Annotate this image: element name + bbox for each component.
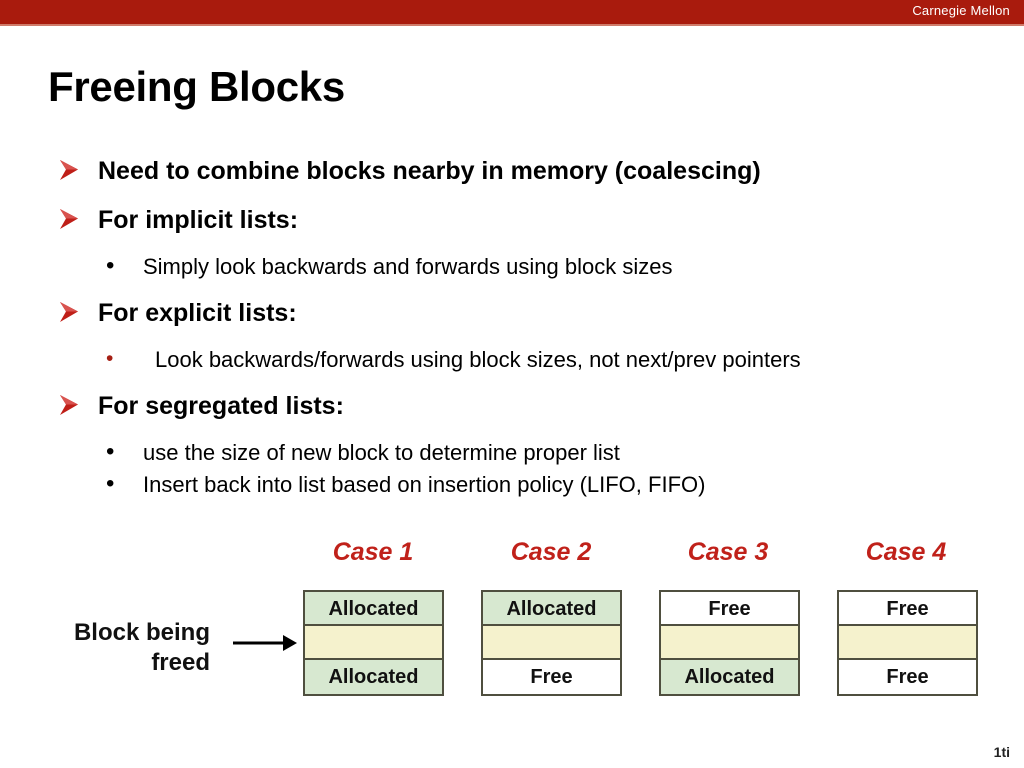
sub-bullet-item: • use the size of new block to determine… (0, 438, 1024, 470)
bullet-item: Need to combine blocks nearby in memory … (0, 154, 1024, 203)
arrow-bullet-icon (57, 391, 81, 419)
case-cell-middle (305, 626, 442, 660)
bullet-item: For explicit lists: (0, 296, 1024, 345)
right-arrow-icon (233, 631, 299, 655)
dot-bullet-icon: • (106, 347, 114, 370)
bullet-list: Need to combine blocks nearby in memory … (0, 154, 1024, 502)
arrow-bullet-icon (57, 205, 81, 233)
case-cell-top: Free (839, 592, 976, 626)
sub-bullet-item: • Simply look backwards and forwards usi… (0, 252, 1024, 296)
sub-bullet-text: Insert back into list based on insertion… (143, 472, 706, 497)
case-cell-bottom: Allocated (305, 660, 442, 694)
sub-bullet-text: use the size of new block to determine p… (143, 440, 620, 465)
page-number: 1ti (993, 744, 1010, 760)
case-column-2: Allocated Free (481, 590, 622, 696)
arrow-bullet-icon (57, 156, 81, 184)
case-label-1: Case 1 (332, 538, 414, 566)
case-cell-middle (661, 626, 798, 660)
bullet-item: For segregated lists: (0, 389, 1024, 438)
brand-name: Carnegie Mellon (912, 3, 1010, 18)
sub-bullet-text: Look backwards/forwards using block size… (155, 347, 801, 372)
dot-bullet-icon: • (106, 438, 115, 465)
case-column-4: Free Free (837, 590, 978, 696)
case-column-1: Allocated Allocated (303, 590, 444, 696)
sub-bullet-item: • Insert back into list based on inserti… (0, 470, 1024, 502)
case-cell-top: Free (661, 592, 798, 626)
block-being-freed-line2: freed (151, 649, 210, 676)
block-being-freed-label: Block being freed (30, 618, 210, 678)
sub-bullet-item: • Look backwards/forwards using block si… (0, 345, 1024, 389)
dot-bullet-icon: • (106, 252, 115, 279)
case-label-4: Case 4 (865, 538, 947, 566)
bullet-text: For segregated lists: (98, 392, 344, 420)
case-column-3: Free Allocated (659, 590, 800, 696)
case-cell-top: Allocated (305, 592, 442, 626)
case-cell-middle (839, 626, 976, 660)
bullet-text: For implicit lists: (98, 206, 299, 234)
sub-bullet-text: Simply look backwards and forwards using… (143, 254, 673, 279)
bullet-text: For explicit lists: (98, 299, 297, 327)
dot-bullet-icon: • (106, 470, 115, 497)
case-cell-top: Allocated (483, 592, 620, 626)
case-cell-middle (483, 626, 620, 660)
case-cell-bottom: Free (839, 660, 976, 694)
page-title: Freeing Blocks (48, 63, 345, 110)
brand-bar-underline (0, 24, 1024, 26)
block-being-freed-line1: Block being (73, 619, 210, 646)
case-label-3: Case 3 (687, 538, 769, 566)
bullet-text: Need to combine blocks nearby in memory … (98, 157, 761, 185)
arrow-bullet-icon (57, 298, 81, 326)
case-cell-bottom: Free (483, 660, 620, 694)
brand-bar (0, 0, 1024, 24)
case-label-2: Case 2 (510, 538, 592, 566)
bullet-item: For implicit lists: (0, 203, 1024, 252)
case-cell-bottom: Allocated (661, 660, 798, 694)
